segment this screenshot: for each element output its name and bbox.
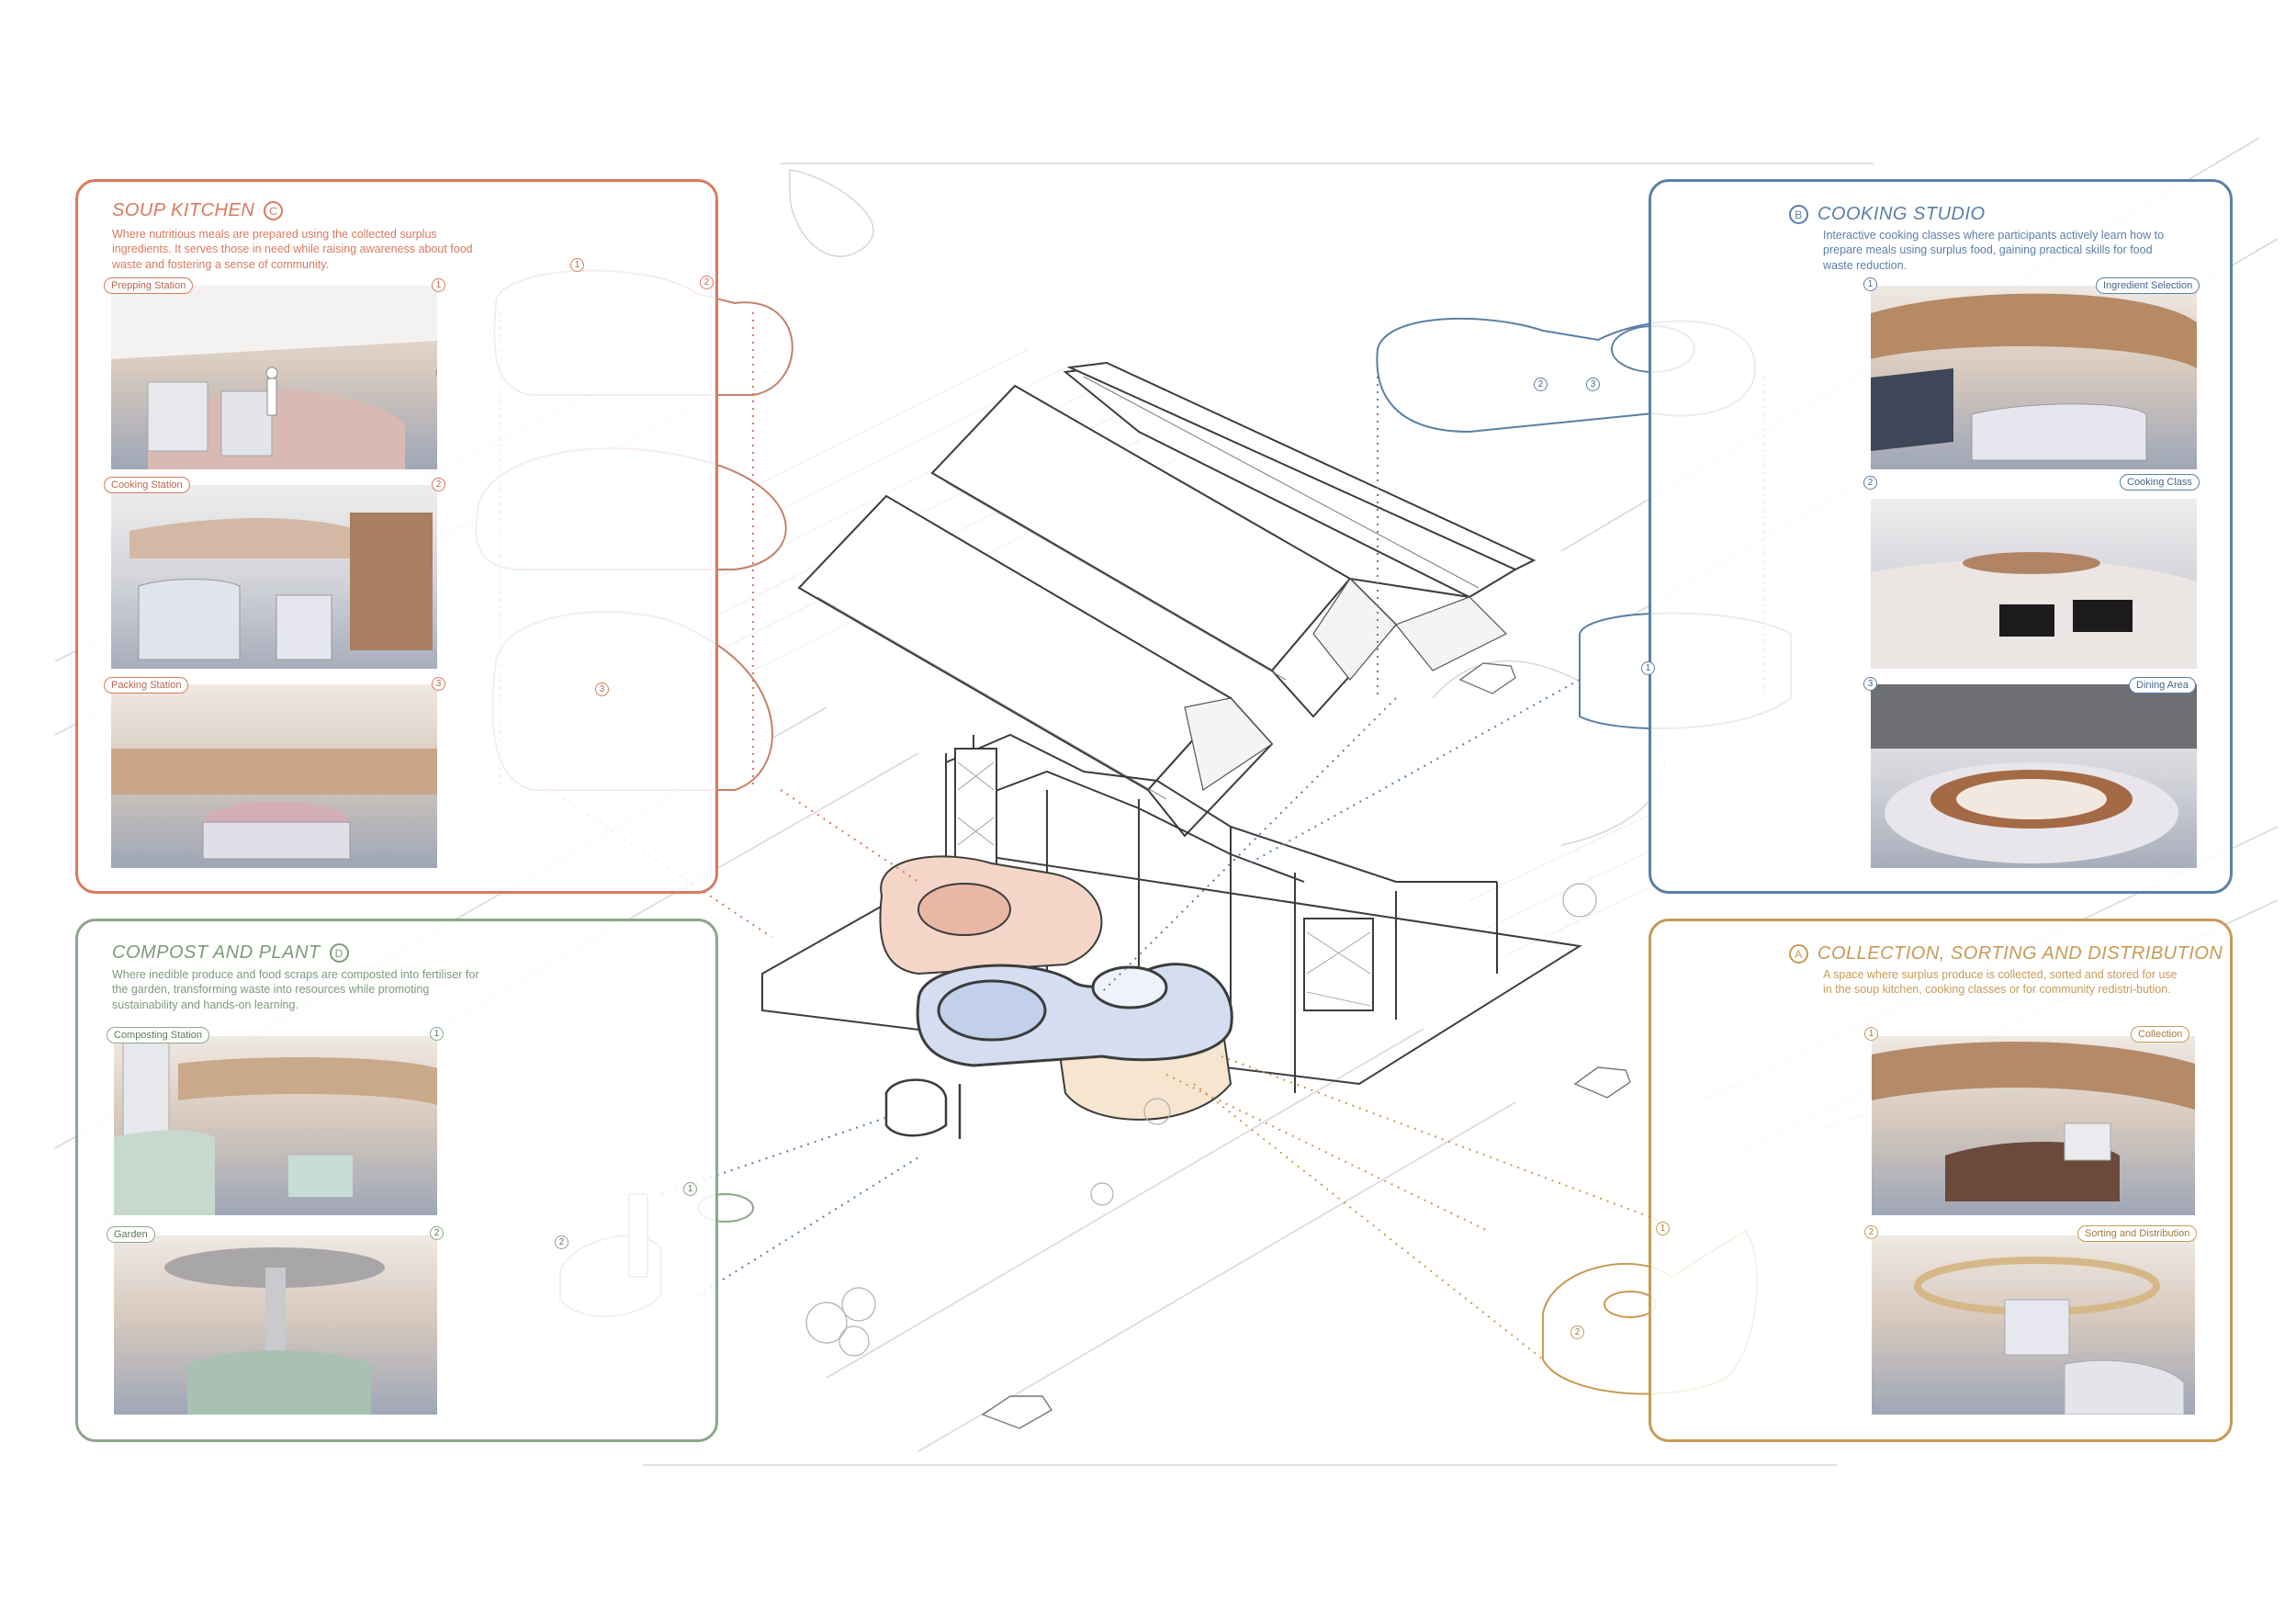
render-sketch — [1871, 684, 2197, 863]
compost-plant-title-text: COMPOST AND PLANT — [112, 942, 321, 963]
soup-kitchen-title-text: SOUP KITCHEN — [112, 200, 255, 220]
cook-view-3-tag: Dining Area — [2129, 677, 2196, 694]
facade-lattice — [957, 761, 1371, 1007]
soup-view-2-number: 2 — [432, 478, 445, 491]
axo-soup-kitchen-volume — [879, 855, 1103, 976]
cook-axo-marker-3: 3 — [1586, 378, 1600, 391]
collection-view-1-number: 1 — [1864, 1027, 1878, 1041]
collection-collection-render — [1872, 1036, 2195, 1215]
compost-plant-letter-badge: D — [329, 943, 349, 963]
collection-description: A space where surplus produce is collect… — [1823, 968, 2178, 997]
collection-leader-lines — [1165, 1055, 1663, 1360]
render-sketch — [111, 286, 437, 469]
roof-planes — [797, 361, 1536, 838]
soup-axo-marker-2: 2 — [700, 276, 714, 289]
compost-view-1-number: 1 — [430, 1027, 444, 1041]
compost-plant-title: COMPOST AND PLANT D — [112, 942, 349, 964]
cook-view-1-number: 1 — [1863, 277, 1877, 291]
soup-kitchen-title: SOUP KITCHEN C — [112, 200, 284, 221]
cook-view-2-tag: Cooking Class — [2120, 474, 2200, 491]
collection-axo-marker-2: 2 — [1570, 1325, 1584, 1339]
render-sketch — [1872, 1042, 2195, 1201]
soup-axo-marker-3: 3 — [595, 682, 609, 696]
cooking-studio-title-text: COOKING STUDIO — [1818, 204, 1986, 224]
cook-dining-area-render — [1871, 684, 2197, 868]
cooking-studio-description: Interactive cooking classes where partic… — [1823, 229, 2165, 272]
building-frame — [761, 733, 1582, 1093]
axo-compost-volume — [884, 1078, 962, 1139]
collection-view-2-tag: Sorting and Distribution — [2077, 1225, 2198, 1242]
render-sketch — [129, 513, 433, 660]
collection-axo-marker-1: 1 — [1656, 1222, 1670, 1235]
render-sketch — [111, 749, 437, 860]
cook-view-2-number: 2 — [1863, 476, 1877, 490]
render-sketch — [1871, 552, 2197, 669]
compost-composting-station-render — [114, 1036, 437, 1215]
roof-ridge-lines — [816, 376, 1480, 800]
cook-leader-lines — [1101, 377, 1764, 993]
soup-view-1-tag: Prepping Station — [104, 277, 194, 294]
cooking-studio-title: B COOKING STUDIO — [1789, 204, 1986, 225]
collection-view-1-tag: Collection — [2131, 1026, 2190, 1043]
render-sketch — [114, 1036, 437, 1215]
soup-cooking-station-render — [111, 485, 437, 669]
cook-cooking-class-render — [1871, 499, 2197, 669]
render-sketch — [1871, 293, 2197, 461]
soup-kitchen-letter-badge: C — [264, 201, 284, 220]
soup-prepping-station-render — [111, 286, 437, 469]
cook-view-1-tag: Ingredient Selection — [2096, 277, 2200, 294]
cook-axo-marker-1: 1 — [1641, 661, 1655, 675]
soup-kitchen-description: Where nutritious meals are prepared usin… — [112, 228, 473, 271]
compost-axo-marker-1: 1 — [683, 1182, 697, 1196]
compost-axo-marker-2: 2 — [555, 1235, 568, 1249]
collection-sorting-distribution-render — [1872, 1235, 2195, 1415]
axo-cooking-studio-volume — [916, 963, 1233, 1067]
compost-plant-description: Where inedible produce and food scraps a… — [112, 968, 479, 1011]
render-sketch — [164, 1247, 385, 1415]
compost-garden-render — [114, 1235, 437, 1415]
soup-packing-station-render — [111, 684, 437, 868]
collection-title-text: COLLECTION, SORTING AND DISTRIBUTION — [1818, 943, 2223, 964]
render-sketch — [1914, 1257, 2185, 1415]
compost-view-2-number: 2 — [430, 1226, 444, 1240]
soup-view-3-tag: Packing Station — [104, 677, 189, 694]
soup-view-2-tag: Cooking Station — [104, 477, 190, 493]
compost-view-2-tag: Garden — [107, 1226, 155, 1243]
compost-view-1-tag: Composting Station — [107, 1027, 209, 1043]
site-trees — [805, 883, 1597, 1357]
site-cars — [981, 662, 1631, 1429]
cook-axo-marker-2: 2 — [1534, 378, 1548, 391]
soup-axo-marker-1: 1 — [570, 258, 584, 272]
soup-view-1-number: 1 — [432, 278, 445, 292]
roof-trusses — [1184, 578, 1508, 791]
cook-view-3-number: 3 — [1863, 677, 1877, 691]
collection-title: A COLLECTION, SORTING AND DISTRIBUTION — [1789, 943, 2223, 964]
cook-ingredient-selection-render — [1871, 286, 2197, 469]
soup-view-3-number: 3 — [432, 677, 445, 691]
collection-letter-badge: A — [1789, 944, 1808, 964]
collection-view-2-number: 2 — [1864, 1225, 1878, 1239]
cooking-studio-letter-badge: B — [1789, 205, 1808, 224]
